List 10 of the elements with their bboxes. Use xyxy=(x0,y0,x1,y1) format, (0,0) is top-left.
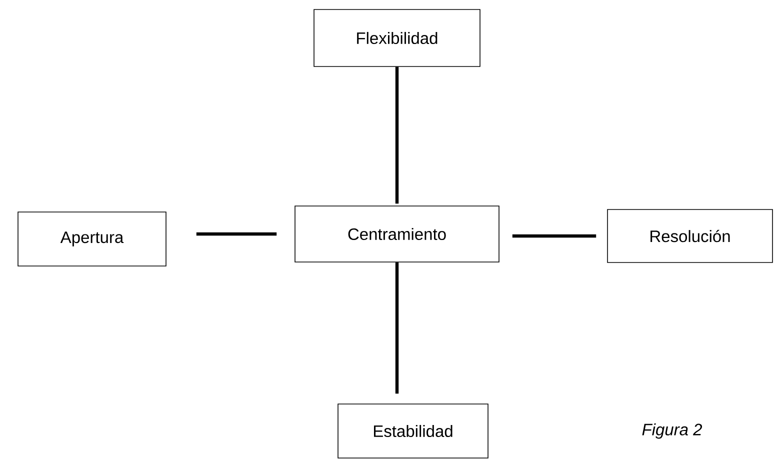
connector-line xyxy=(196,232,277,236)
process-box: Resolución xyxy=(607,209,773,263)
process-box: Centramiento xyxy=(294,206,500,262)
figure-caption: Figura 2 xyxy=(642,423,702,439)
process-box: Flexibilidad xyxy=(314,9,480,67)
process-box: Apertura xyxy=(18,212,166,266)
connector-line xyxy=(512,234,596,238)
connector-line xyxy=(395,66,399,204)
connector-line xyxy=(395,262,399,394)
process-box: Estabilidad xyxy=(338,404,488,458)
